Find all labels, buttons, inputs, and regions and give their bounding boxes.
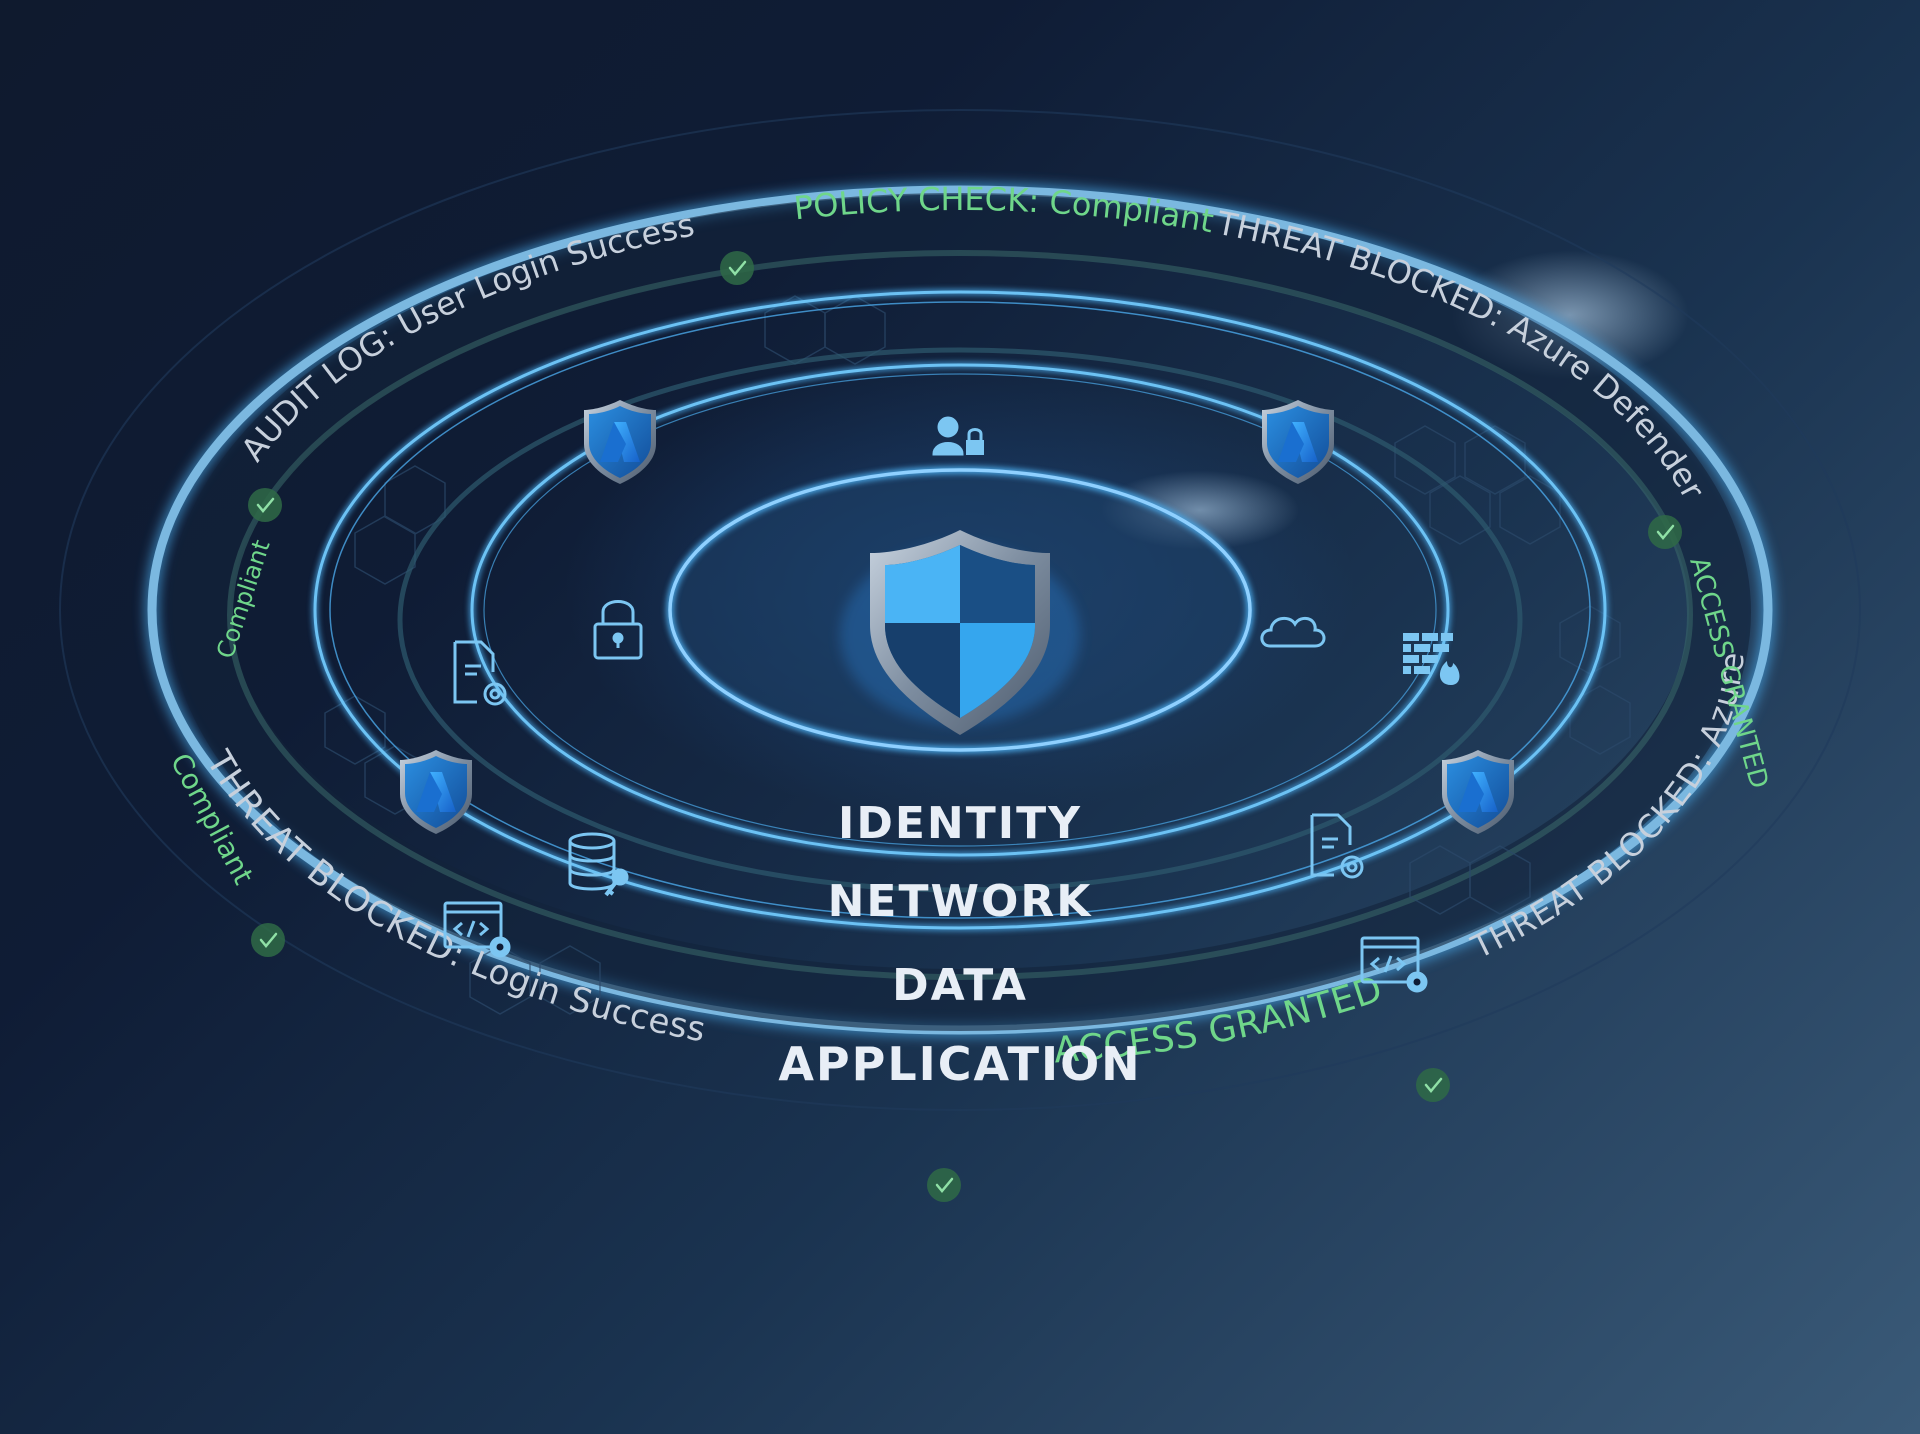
check-circle-icon: [718, 249, 756, 287]
azure-shield-icon: [1262, 400, 1334, 484]
band-inner-edge: [227, 250, 1693, 980]
firewall-fire-icon: [1403, 633, 1460, 685]
user-lock-icon: [932, 416, 984, 456]
lock-icon: [593, 600, 643, 660]
ring-identity: [668, 468, 1252, 752]
layer-label-network: NETWORK: [828, 876, 1093, 927]
azure-shield-icon: [1442, 750, 1514, 834]
check-circle-icon: [246, 486, 284, 524]
ring-application: [313, 290, 1607, 930]
check-circle-icon: [925, 1166, 963, 1204]
check-circle-icon: [1646, 513, 1684, 551]
ring-data: [397, 347, 1523, 893]
outer-guide-ring: [59, 109, 1861, 1111]
layer-label-application: APPLICATION: [778, 1037, 1141, 1091]
code-window-gear-icon: [1360, 936, 1428, 993]
cloud-icon: [1260, 616, 1326, 648]
ring-network: [470, 363, 1450, 857]
document-gear-icon: [453, 640, 507, 706]
layer-label-identity: IDENTITY: [838, 798, 1082, 849]
azure-shield-icon: [400, 750, 472, 834]
database-key-icon: [568, 832, 629, 897]
code-window-gear-icon: [443, 901, 511, 958]
azure-shield-icon: [584, 400, 656, 484]
document-gear-icon: [1310, 813, 1364, 879]
layer-label-data: DATA: [892, 960, 1028, 1011]
check-circle-icon: [249, 921, 287, 959]
shield-quartered-icon: [840, 530, 1080, 735]
check-circle-icon: [1414, 1066, 1452, 1104]
